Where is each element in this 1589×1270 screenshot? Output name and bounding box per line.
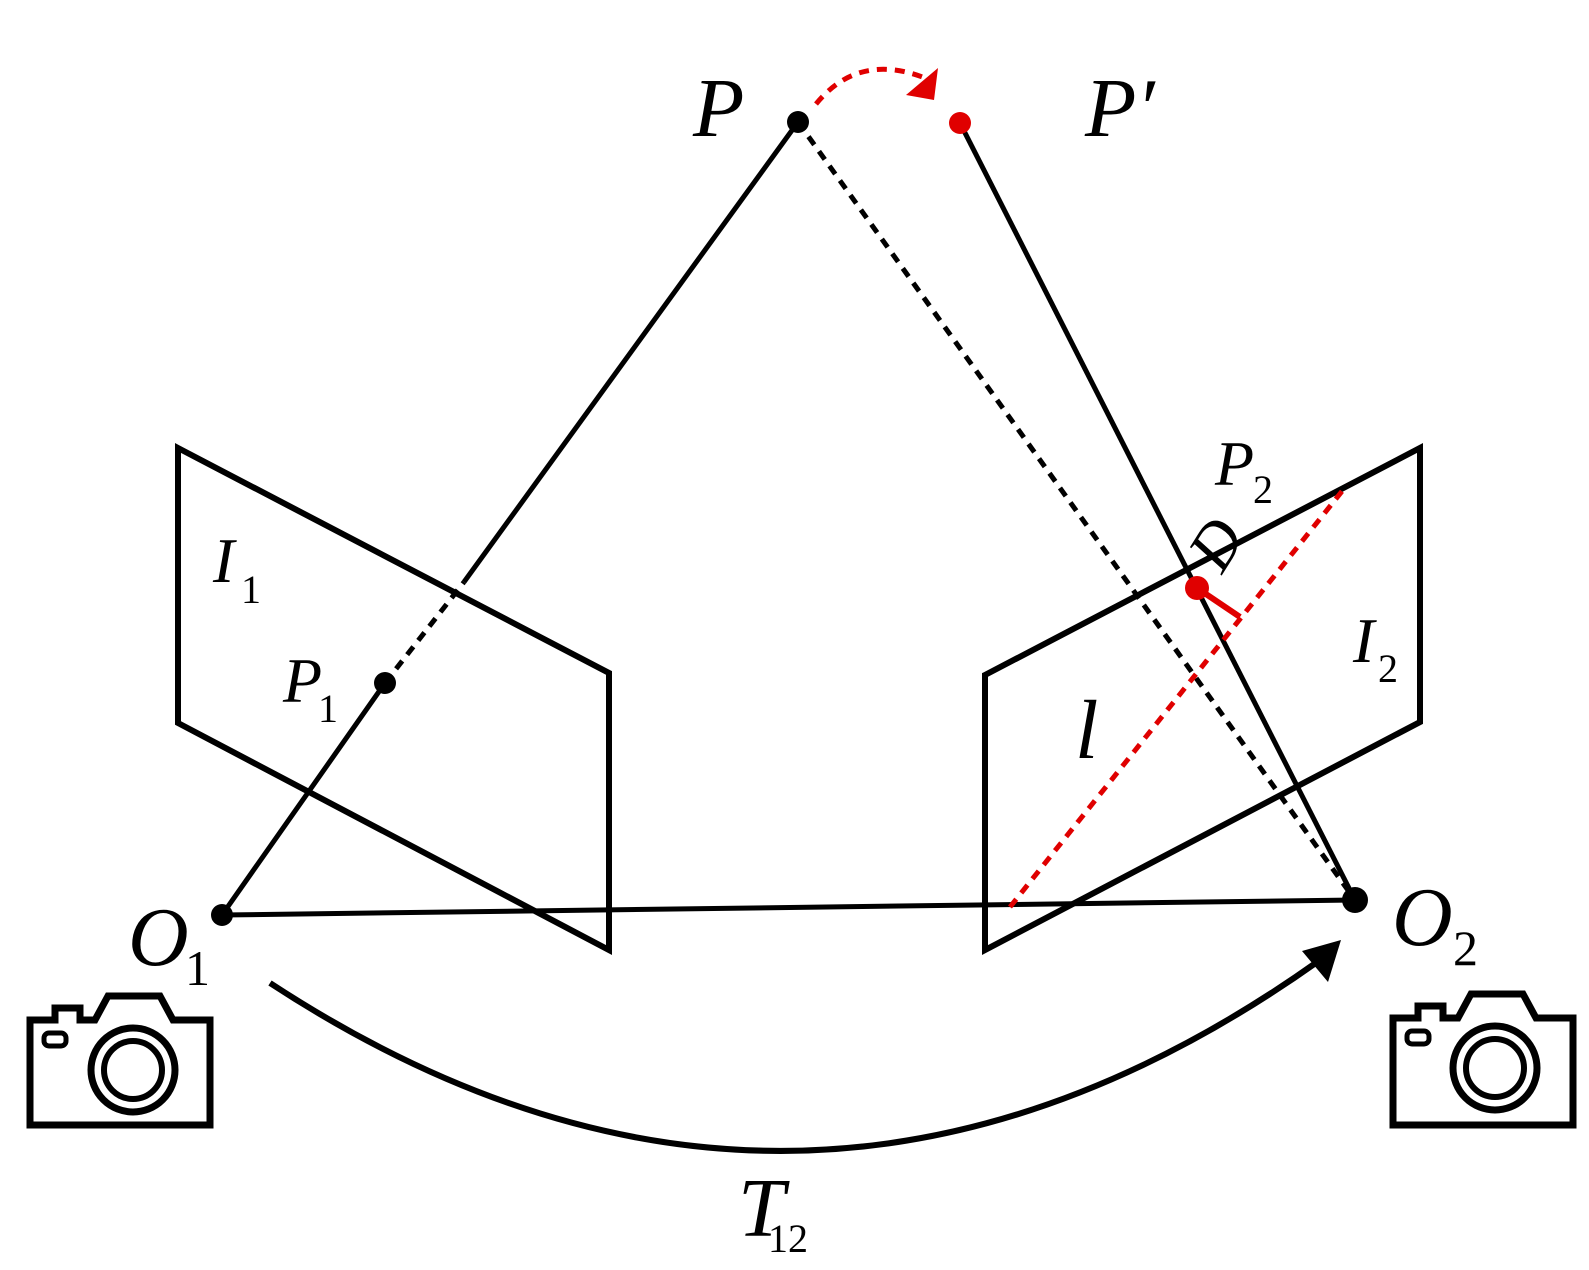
label-t12-sub: 12: [768, 1216, 808, 1261]
label-p1: P: [282, 645, 322, 716]
label-l: l: [1075, 684, 1098, 777]
transform-arrow: [268, 957, 1322, 1154]
camera-icon: [1389, 990, 1577, 1129]
label-i2-sub: 2: [1378, 646, 1398, 691]
image-plane-1: [175, 443, 612, 955]
baseline: [221, 897, 1356, 918]
transform-arrowhead: [1302, 940, 1341, 982]
camera-icon: [26, 992, 214, 1129]
point-p2: [1185, 576, 1209, 600]
label-o2-sub: 2: [1453, 920, 1478, 976]
epipolar-line: [1008, 483, 1349, 909]
ray-pprime-o2: [957, 121, 1358, 902]
label-p: P: [692, 62, 744, 155]
ray-to-p: [461, 120, 801, 584]
point-o2: [1342, 887, 1368, 913]
label-i1: I: [212, 525, 237, 596]
label-t12: T: [738, 1162, 790, 1255]
label-o2: O: [1392, 871, 1453, 964]
point-p: [787, 111, 809, 133]
ray-p-o2: [795, 120, 1358, 902]
label-p1-sub: 1: [318, 686, 338, 731]
image-plane-2: [982, 443, 1423, 955]
label-o1-sub: 1: [185, 940, 210, 996]
label-pprime: P′: [1084, 62, 1156, 155]
point-p1: [374, 672, 396, 694]
ray-o1-p1: [219, 681, 388, 917]
point-o1: [211, 904, 233, 926]
label-i2: I: [1352, 605, 1377, 676]
point-pprime: [949, 112, 971, 134]
motion-arrowhead: [906, 68, 938, 100]
label-o1: O: [128, 891, 189, 984]
label-p2: P: [1214, 428, 1254, 499]
ray-p1-hidden: [383, 580, 466, 685]
label-i1-sub: 1: [241, 567, 261, 612]
motion-arrow: [814, 66, 931, 106]
label-p2-sub: 2: [1253, 467, 1273, 512]
